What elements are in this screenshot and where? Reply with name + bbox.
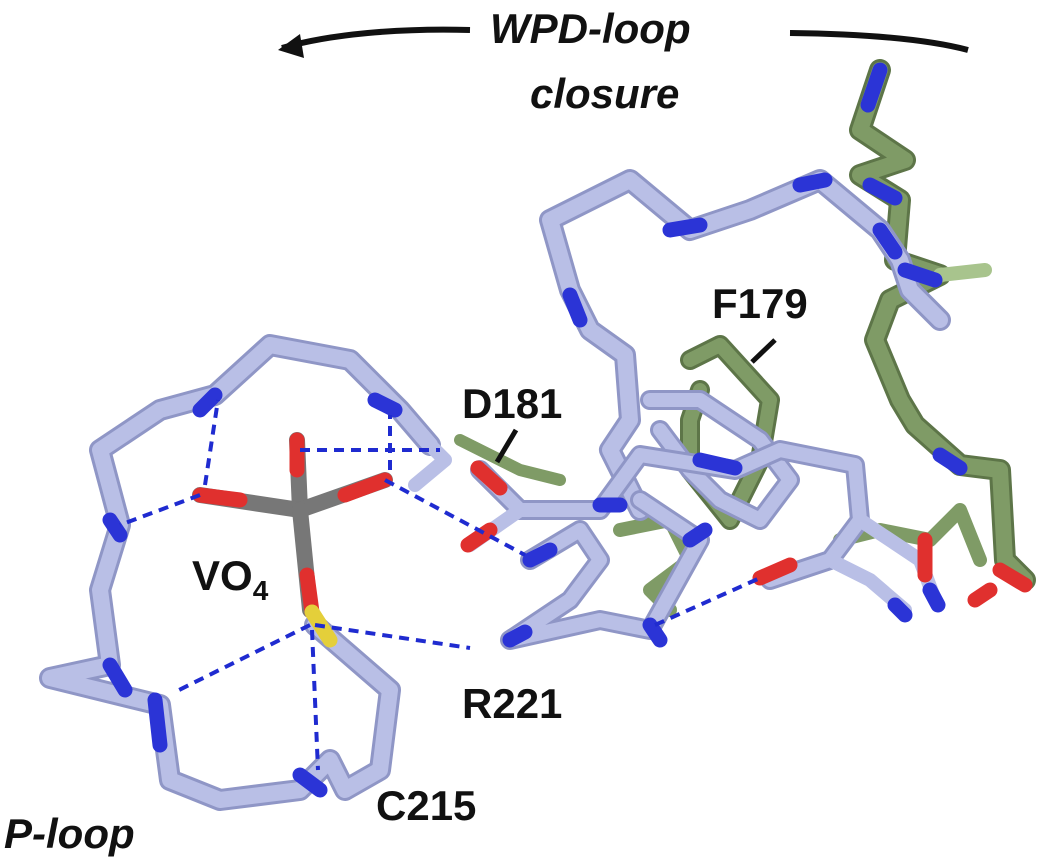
p-loop-label: P-loop xyxy=(4,810,135,857)
vo4-subscript: 4 xyxy=(253,575,269,606)
nitrogen-atoms xyxy=(102,62,968,798)
hydrogen-bonds xyxy=(119,399,761,771)
closure-label: closure xyxy=(530,70,679,117)
label-pointers xyxy=(494,338,777,464)
vanadate-group xyxy=(192,432,393,648)
green-branch xyxy=(933,263,992,282)
wpd-loop-label: WPD-loop xyxy=(490,5,691,52)
green-backbone xyxy=(454,59,1036,617)
vo4-base: VO xyxy=(192,552,253,599)
c215-label: C215 xyxy=(376,782,476,829)
vo4-label: VO4 xyxy=(192,552,269,606)
f179-label: F179 xyxy=(712,280,808,327)
d181-label: D181 xyxy=(462,380,562,427)
r221-label: R221 xyxy=(462,680,562,727)
oxygen-atoms xyxy=(460,460,1033,608)
wpd-closure-arrow xyxy=(278,26,969,58)
